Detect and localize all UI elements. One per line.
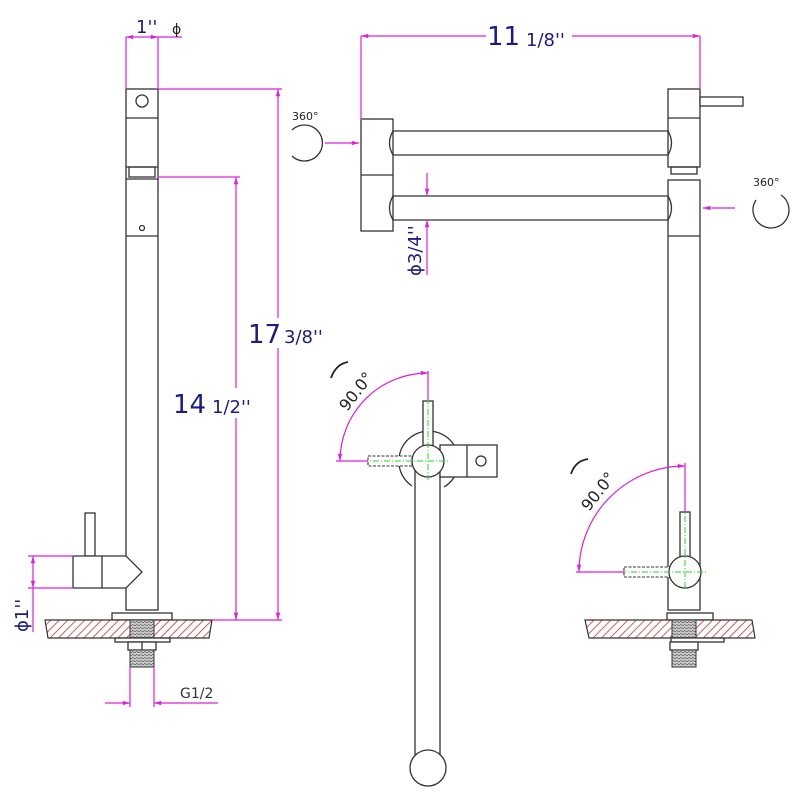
handle-diameter-label: ϕ1''	[12, 599, 33, 632]
top-view	[330, 361, 498, 787]
arm-reach-fraction: 1/8''	[526, 30, 565, 51]
spout-height-label: 14	[173, 390, 206, 420]
overall-height-fraction: 3/8''	[284, 327, 323, 348]
side-view-right	[570, 458, 756, 668]
angle-label-side: 90.0°	[577, 468, 619, 514]
spout-height-fraction: 1/2''	[212, 397, 251, 418]
side-view-left	[44, 88, 213, 668]
spout-diameter-label: 1''	[136, 17, 157, 38]
diameter-symbol: ϕ	[172, 22, 181, 38]
arm-reach-label: 11	[487, 22, 520, 52]
dimensions-left	[28, 34, 282, 707]
angle-label-top: 90.0°	[335, 368, 377, 414]
dimensions-arm	[325, 33, 735, 275]
rotation-label-right: 360°	[753, 176, 780, 189]
front-view-arm	[291, 88, 790, 611]
arm-diameter-label: ϕ3/4''	[405, 225, 426, 276]
rotation-label-left: 360°	[292, 110, 319, 123]
thread-label: G1/2	[180, 686, 213, 702]
overall-height-label: 17	[248, 320, 281, 350]
